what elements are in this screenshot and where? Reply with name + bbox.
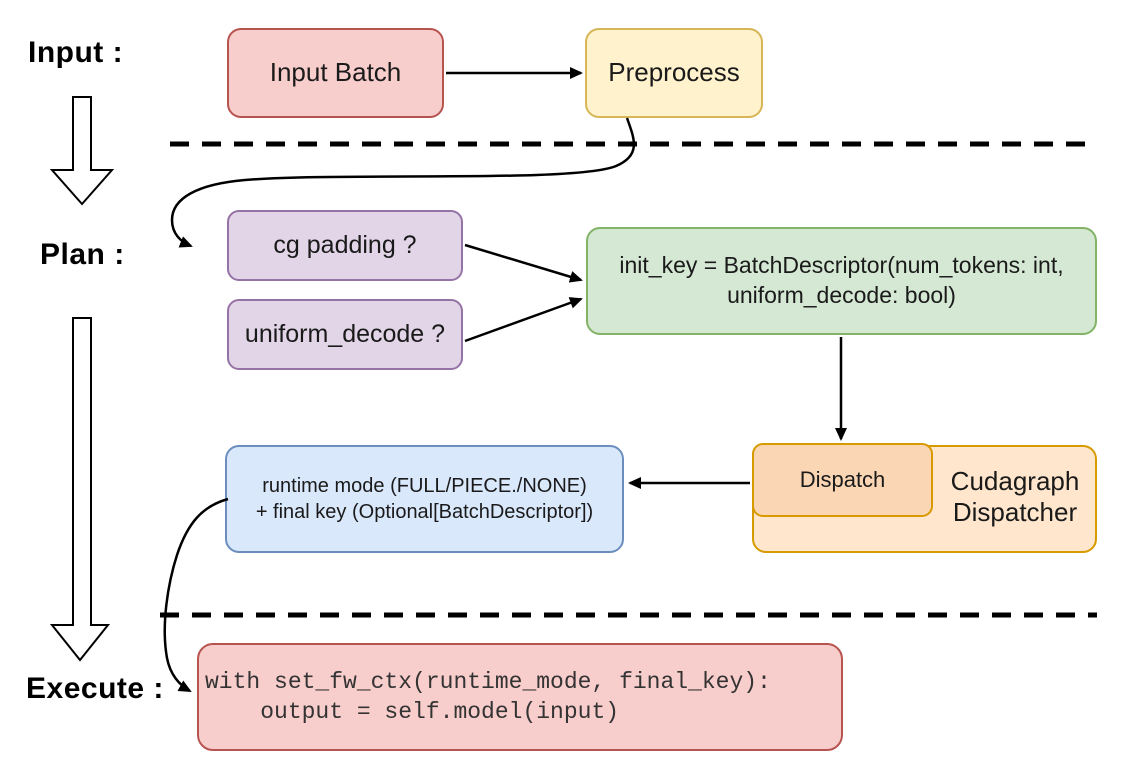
- node-execute-code: with set_fw_ctx(runtime_mode, final_key)…: [197, 643, 843, 751]
- node-uniform-decode-label: uniform_decode ?: [244, 320, 446, 349]
- node-cg-padding-label: cg padding ?: [273, 231, 417, 260]
- node-dispatch-label: Dispatch: [799, 466, 886, 492]
- stage-label-input: Input :: [28, 36, 124, 69]
- cudagraph-label-line2: Dispatcher: [952, 497, 1078, 527]
- node-init-key-line2: uniform_decode: bool): [727, 282, 956, 308]
- node-cudagraph-dispatcher-label: Cudagraph Dispatcher: [933, 466, 1097, 528]
- stage-label-execute: Execute :: [26, 672, 164, 705]
- execute-code-line2: output = self.model(input): [205, 699, 620, 725]
- execute-code-line1: with set_fw_ctx(runtime_mode, final_key)…: [205, 669, 771, 695]
- node-runtime-mode-line2: + final key (Optional[BatchDescriptor]): [255, 501, 594, 523]
- node-runtime-mode-line1: runtime mode (FULL/PIECE./NONE): [262, 475, 587, 497]
- stage-arrow-plan-to-execute: [49, 317, 111, 662]
- connector-uniformdecode-to-initkey: [464, 297, 583, 343]
- cudagraph-label-line1: Cudagraph: [950, 466, 1080, 496]
- node-dispatch: Dispatch: [752, 443, 933, 517]
- node-preprocess: Preprocess: [585, 28, 763, 118]
- node-cg-padding: cg padding ?: [227, 210, 463, 281]
- node-init-key: init_key = BatchDescriptor(num_tokens: i…: [586, 227, 1097, 335]
- node-runtime-mode: runtime mode (FULL/PIECE./NONE) + final …: [225, 445, 624, 553]
- stage-arrow-input-to-plan: [49, 96, 115, 206]
- connector-cgpadding-to-initkey: [464, 243, 583, 283]
- stage-label-plan: Plan :: [40, 238, 125, 271]
- node-init-key-line1: init_key = BatchDescriptor(num_tokens: i…: [619, 252, 1064, 279]
- node-uniform-decode: uniform_decode ?: [227, 299, 463, 370]
- node-input-batch: Input Batch: [227, 28, 444, 118]
- node-input-batch-label: Input Batch: [269, 57, 402, 88]
- node-preprocess-label: Preprocess: [608, 57, 740, 88]
